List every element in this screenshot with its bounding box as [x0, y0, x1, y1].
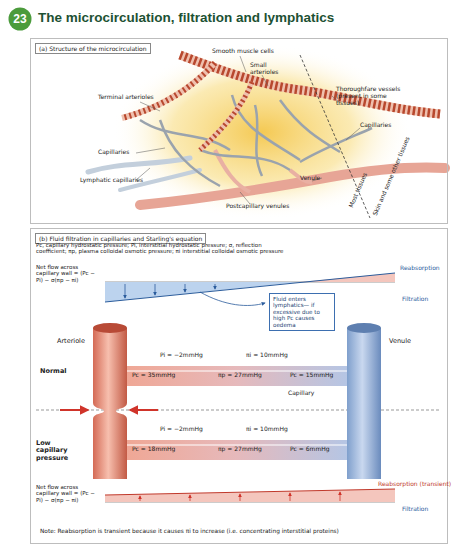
arteriole-body [93, 328, 127, 479]
annotation-label: Small arterioles [250, 62, 284, 76]
annotation-label: Smooth muscle cells [212, 48, 274, 55]
reabsorption-arrows [140, 492, 340, 501]
capillary-vessel [280, 100, 340, 152]
capillary-vessel [160, 120, 220, 186]
annotation-label: Reabsorption (transient) [378, 481, 451, 488]
leader-line [140, 102, 160, 111]
badge-number: 23 [8, 7, 32, 31]
flow-arrow [190, 495, 191, 501]
annotation-label: πi = 10mmHg [246, 352, 288, 359]
vessel-label: Venule [389, 337, 411, 345]
callout-text: Fluid enters lymphatics— if excessive du… [273, 296, 331, 328]
reabsorption-area [105, 489, 395, 502]
annotation-label: Filtration [402, 296, 428, 303]
lymphatic-capillary [88, 158, 190, 172]
capillary-vessel [255, 105, 262, 176]
annotation-label: Pi = −2mmHg [160, 426, 203, 433]
badge-circle-shape [9, 8, 32, 31]
flow-arrow [340, 492, 341, 501]
callout-box: Fluid enters lymphatics— if excessive du… [269, 293, 335, 331]
smooth-muscle-bands [200, 82, 252, 150]
venule-tube: Venule [347, 323, 381, 479]
terminal-arteriole [122, 63, 215, 118]
flow-arrow [290, 493, 291, 501]
venule-body [347, 328, 381, 479]
annotation-label: Pc = 6mmHg [290, 446, 330, 453]
annotation-label: Net flow across capillary wall = (Pc − P… [36, 264, 102, 283]
smooth-muscle-bands [122, 63, 215, 118]
venule-end [347, 323, 381, 333]
annotation-label: Pi = −2mmHg [160, 352, 203, 359]
flow-arrow [215, 284, 216, 289]
annotation-label: Low capillary pressure [36, 440, 82, 462]
arteriole-end [93, 323, 127, 333]
annotation-label: Net flow across capillary wall = (Pc − P… [36, 484, 102, 503]
annotation-label: πp = 27mmHg [218, 446, 262, 453]
arteriole-vessel [180, 55, 440, 114]
number-badge: 23 [8, 7, 32, 31]
annotation-label: Pc = 18mmHg [132, 446, 175, 453]
capillary-vessel [200, 150, 290, 170]
flow-arrow [125, 284, 126, 298]
leader-line [262, 75, 268, 86]
arteriole-tube: Arteriole [93, 323, 127, 479]
net-flow-line [105, 489, 395, 495]
annotation-label: πp = 27mmHg [218, 372, 262, 379]
arteriole-shape [93, 323, 127, 479]
annotation-label: Terminal arterioles [98, 94, 154, 101]
annotation-label: Postcapillary venules [226, 203, 289, 210]
smooth-muscle-bands [180, 55, 440, 114]
vessel-label: Arteriole [57, 337, 85, 345]
flow-arrow [240, 494, 241, 501]
annotation-label: Filtration [402, 506, 428, 513]
net-flow-line [105, 273, 395, 302]
annotation-label: Thoroughfare vessels (present in some ti… [336, 86, 408, 107]
annotation-label: Pc = 15mmHg [290, 372, 333, 379]
leader-line [136, 148, 165, 153]
annotation-label: Lymphatic capillaries [80, 177, 143, 184]
venule-shape [347, 323, 381, 479]
constriction-arrow [130, 409, 158, 411]
constriction-arrow [60, 409, 88, 411]
flow-arrow [155, 284, 156, 295]
annotation-label: Reabsorption [400, 265, 440, 272]
annotation-label: Capillaries [98, 149, 129, 156]
flow-arrow [185, 284, 186, 292]
annotation-label: Venule [300, 175, 320, 182]
leader-line [346, 128, 360, 140]
figure-title: The microcirculation, filtration and lym… [38, 10, 334, 25]
lymph-arrow [200, 292, 265, 305]
annotation-label: Pc, capillary hydrostatic pressure; Pi, … [36, 242, 291, 255]
annotation-label: Normal [40, 368, 67, 375]
annotation-label: Capillary [288, 390, 314, 397]
capillary-vessel [300, 128, 372, 162]
terminal-arteriole [200, 82, 252, 150]
annotation-label: Capillaries [360, 122, 391, 129]
leader-line [240, 56, 246, 72]
capillary-tube [120, 440, 352, 460]
annotation-label: πi = 10mmHg [246, 426, 288, 433]
capillary-tube [120, 366, 352, 386]
panel-heading: (a) Structure of the microcirculation [35, 43, 151, 54]
annotation-label: Note: Reabsorption is transient because … [40, 528, 440, 535]
flow-arrow [140, 496, 141, 501]
leader-lines [136, 56, 360, 204]
filtration-arrows [125, 284, 215, 298]
tissue-divider [300, 55, 370, 218]
annotation-label: Pc = 35mmHg [132, 372, 175, 379]
